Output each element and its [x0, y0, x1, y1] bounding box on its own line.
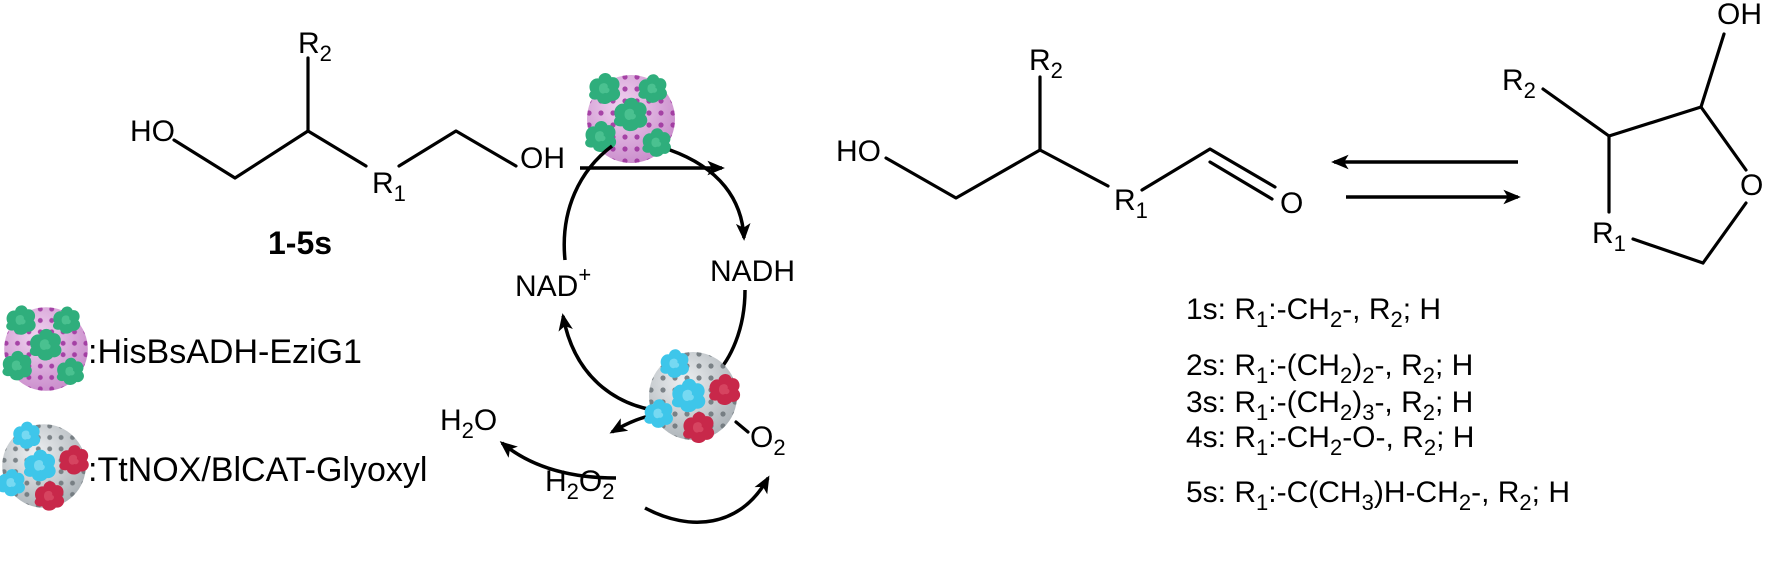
arrow-to-o2: [644, 475, 770, 524]
substrate-r1-label: R1: [372, 167, 406, 206]
lactol-r1-label: R1: [1592, 217, 1626, 256]
h2o2-label: H2O2: [545, 465, 615, 504]
legend-item-adh: :HisBsADH-EziG1: [2, 305, 362, 390]
compound-label: 1-5s: [268, 225, 332, 261]
o2-connector: [734, 420, 750, 434]
lactol-o-label: O: [1740, 169, 1763, 202]
substituent-table: 1s: R1:-CH2-, R2; H 2s: R1:-(CH2)2-, R2; …: [1186, 293, 1570, 515]
lactol-r2-label: R2: [1502, 64, 1536, 103]
arrow-from-nad: [562, 144, 614, 261]
nox-bead-legend-icon: [0, 422, 89, 511]
cofactor-cycle: NAD+ NADH H2O2 H2O O2: [440, 144, 795, 524]
aldehyde-ho-label: HO: [836, 135, 881, 168]
hydroxyaldehyde: HO R2 R1 O: [836, 44, 1303, 223]
substituent-row-1s: 1s: R1:-CH2-, R2; H: [1186, 293, 1441, 332]
lactol: OH R2 O R1: [1502, 0, 1763, 265]
h2o-label: H2O: [440, 404, 497, 443]
nad-plus-label: NAD+: [515, 262, 591, 303]
aldehyde-o-label: O: [1280, 187, 1303, 220]
substituent-row-5s: 5s: R1:-C(CH3)H-CH2-, R2; H: [1186, 476, 1570, 515]
nadh-label: NADH: [710, 255, 795, 288]
substituent-row-3s: 3s: R1:-(CH2)3-, R2; H: [1186, 386, 1473, 425]
substrate-diol: HO R2 R1 OH 1-5s: [130, 27, 565, 261]
aldehyde-r2-label: R2: [1029, 44, 1063, 83]
adh-bead-legend-icon: [2, 305, 87, 390]
lactol-oh-label: OH: [1717, 0, 1762, 31]
substituent-row-2s: 2s: R1:-(CH2)2-, R2; H: [1186, 349, 1473, 388]
substrate-bonds: [172, 129, 368, 180]
aldehyde-r1-label: R1: [1114, 184, 1148, 223]
substrate-oh-label: OH: [520, 142, 565, 175]
substituent-row-4s: 4s: R1:-CH2-O-, R2; H: [1186, 421, 1474, 460]
o2-label: O2: [750, 421, 786, 460]
arrow-to-h2o: [499, 441, 617, 480]
substrate-ho-label: HO: [130, 115, 175, 148]
arrow-to-nadh: [669, 148, 751, 241]
adh-bead-icon: [585, 73, 675, 163]
legend-item-nox: :TtNOX/BlCAT-Glyoxyl: [0, 422, 427, 511]
substrate-r2-label: R2: [298, 27, 332, 66]
legend-label-nox: :TtNOX/BlCAT-Glyoxyl: [88, 451, 427, 489]
legend-label-adh: :HisBsADH-EziG1: [88, 333, 362, 371]
legend: :HisBsADH-EziG1 :TtNOX/BlCAT-Glyoxyl: [0, 305, 427, 510]
